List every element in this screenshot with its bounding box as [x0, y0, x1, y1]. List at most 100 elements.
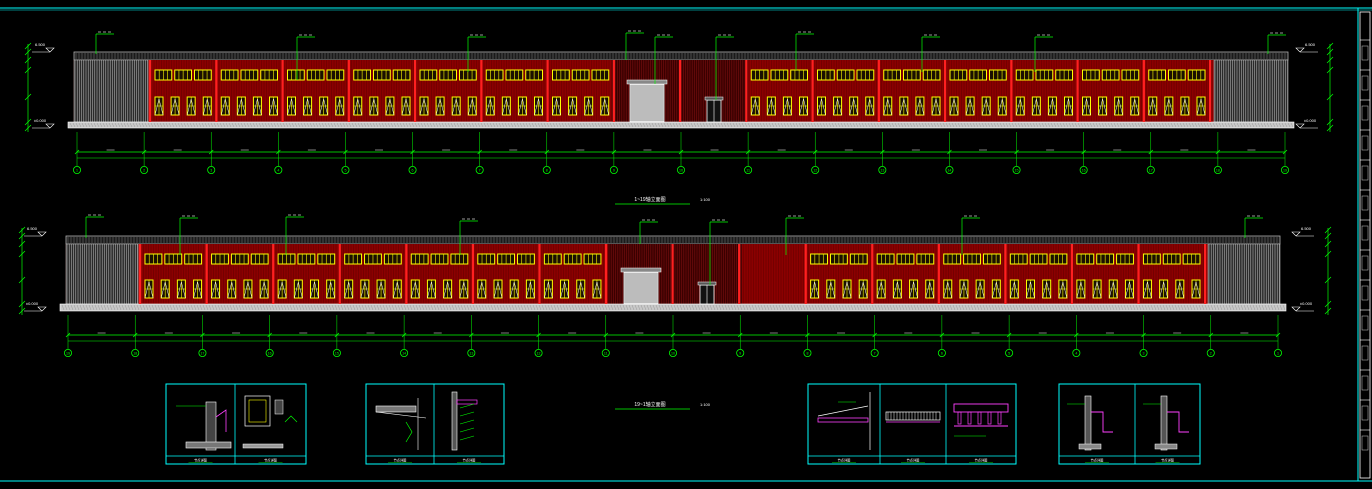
- plinth-hatch: [876, 122, 880, 128]
- plinth-hatch: [247, 304, 251, 311]
- plinth-hatch: [840, 122, 844, 128]
- plinth-hatch: [1056, 122, 1060, 128]
- plinth-hatch: [706, 304, 710, 311]
- plinth-hatch: [648, 122, 652, 128]
- plinth-hatch: [241, 304, 245, 311]
- window-opening-mark: [526, 281, 535, 299]
- plinth-hatch: [951, 122, 955, 128]
- plinth-hatch: [751, 304, 755, 311]
- detail-gutter: [817, 417, 869, 423]
- plinth-hatch: [339, 122, 343, 128]
- plinth-hatch: [1282, 304, 1286, 311]
- dimension-tick: [18, 307, 26, 315]
- axis-label: 19: [1283, 169, 1287, 173]
- window-opening-mark: [998, 98, 1007, 116]
- plinth-hatch: [862, 304, 866, 311]
- plinth-hatch: [1026, 122, 1030, 128]
- plinth-hatch: [955, 304, 959, 311]
- plinth-hatch: [933, 122, 937, 128]
- plinth-hatch: [1128, 122, 1132, 128]
- plinth-hatch: [388, 304, 392, 311]
- axis-label: 18: [1216, 169, 1220, 173]
- axis-label: 6: [412, 169, 414, 173]
- dimension-tick: [24, 48, 32, 56]
- plinth-hatch: [475, 304, 479, 311]
- window-opening-mark: [459, 281, 469, 299]
- plinth-hatch: [651, 122, 655, 128]
- detail-leader: [405, 421, 413, 443]
- plinth-hatch: [1042, 304, 1046, 311]
- plinth-hatch: [673, 304, 677, 311]
- plinth-hatch: [426, 122, 430, 128]
- plinth-hatch: [1219, 304, 1223, 311]
- title-block-border: [1359, 11, 1371, 479]
- dimension-tick: [200, 332, 205, 338]
- dimension-tick: [745, 149, 751, 155]
- detail-flashing: [1167, 411, 1189, 433]
- plinth-hatch: [922, 304, 926, 311]
- plinth-hatch: [1059, 122, 1063, 128]
- plinth-hatch: [1164, 122, 1168, 128]
- detail-column: [451, 391, 458, 451]
- dimension-tick: [678, 149, 684, 155]
- plinth-hatch: [885, 122, 889, 128]
- plinth-hatch: [556, 304, 560, 311]
- column: [1204, 244, 1207, 304]
- plinth-hatch: [414, 122, 418, 128]
- column: [1209, 60, 1212, 122]
- axis-bubble: [198, 348, 207, 357]
- plinth-hatch: [654, 122, 658, 128]
- plinth-hatch: [1218, 122, 1222, 128]
- plinth-hatch: [1036, 304, 1040, 311]
- plinth-hatch: [970, 304, 974, 311]
- plinth-hatch: [273, 122, 277, 128]
- plinth-hatch: [1246, 304, 1250, 311]
- plinth-hatch: [838, 304, 842, 311]
- plinth-hatch: [498, 122, 502, 128]
- detail-truss-post: [997, 411, 1002, 425]
- plinth-hatch: [1093, 304, 1097, 311]
- plinth-hatch: [226, 304, 230, 311]
- dimension-tick: [24, 42, 32, 50]
- window-opening-mark: [443, 281, 452, 299]
- plinth-hatch: [1060, 304, 1064, 311]
- plinth-hatch: [669, 122, 673, 128]
- window-opening-mark: [865, 98, 874, 116]
- axis-label: 5: [1008, 352, 1010, 356]
- plinth-hatch: [912, 122, 916, 128]
- window-opening-mark: [576, 281, 585, 299]
- plinth-hatch: [720, 122, 724, 128]
- plinth-hatch: [1071, 122, 1075, 128]
- plinth-hatch: [691, 304, 695, 311]
- plinth-hatch: [438, 122, 442, 128]
- column: [1076, 60, 1079, 122]
- plinth-hatch: [630, 122, 634, 128]
- plinth-hatch: [892, 304, 896, 311]
- plinth-hatch: [801, 122, 805, 128]
- plinth-hatch: [861, 122, 865, 128]
- plinth-hatch: [831, 122, 835, 128]
- plinth-hatch: [1027, 304, 1031, 311]
- plinth-hatch: [108, 122, 112, 128]
- door-canopy: [704, 96, 724, 101]
- plinth-hatch: [166, 304, 170, 311]
- axis-label: 5: [344, 169, 346, 173]
- plinth-hatch: [826, 304, 830, 311]
- axis-label: 17: [1149, 169, 1153, 173]
- plinth-hatch: [415, 304, 419, 311]
- column: [877, 60, 880, 122]
- plinth-hatch: [690, 122, 694, 128]
- axis-bubble: [400, 348, 409, 357]
- plinth-hatch: [261, 122, 265, 128]
- plinth-hatch: [915, 122, 919, 128]
- plinth-hatch: [1201, 304, 1205, 311]
- plinth-hatch: [619, 304, 623, 311]
- title-block-cell: [1361, 195, 1369, 211]
- plinth-hatch: [805, 304, 809, 311]
- level-text: ±0.000: [1300, 301, 1313, 306]
- plinth-hatch: [948, 122, 952, 128]
- plinth-hatch: [379, 304, 383, 311]
- axis-bubble: [601, 348, 610, 357]
- plinth-hatch: [354, 122, 358, 128]
- plinth-hatch: [150, 122, 154, 128]
